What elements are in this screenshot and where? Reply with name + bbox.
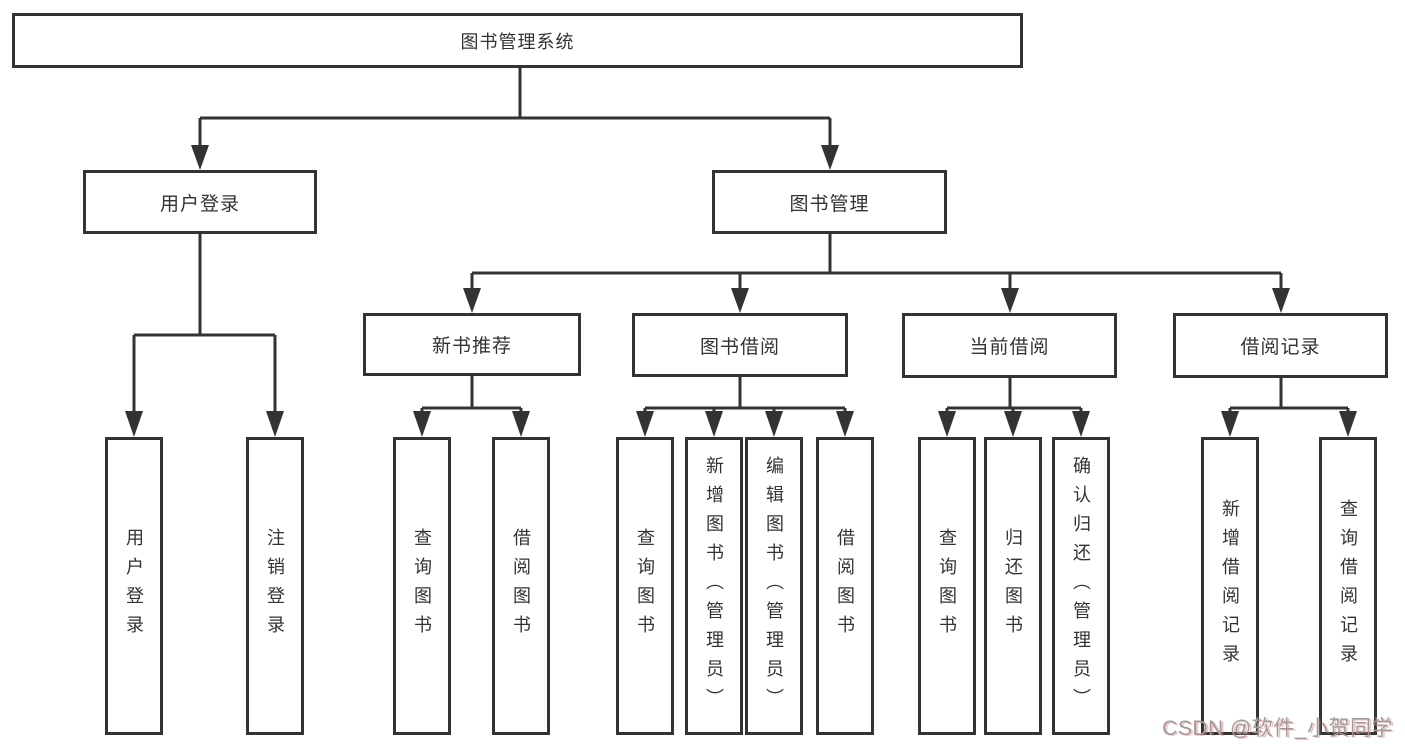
- arrowheads: [125, 145, 1357, 437]
- leaf-query-books: 查询图书: [918, 437, 976, 735]
- node-user-login: 用户登录: [83, 170, 317, 234]
- arrowhead: [821, 145, 839, 170]
- connector-current-borrow-children: [945, 377, 1083, 414]
- csdn-watermark: CSDN @软件_小贺同学: [1162, 717, 1393, 740]
- node-current-borrowing: 当前借阅: [902, 313, 1117, 378]
- arrowhead: [938, 411, 956, 437]
- node-book-borrowing: 图书借阅: [632, 313, 848, 377]
- arrowhead: [636, 411, 654, 437]
- arrowhead: [125, 411, 143, 437]
- leaf-confirm-return-admin: 确认归还（管理员）: [1052, 437, 1110, 735]
- connector-user-login-children: [132, 234, 277, 413]
- leaf-logout: 注销登录: [246, 437, 304, 735]
- arrowhead: [1339, 411, 1357, 437]
- leaf-add-borrow-record: 新增借阅记录: [1201, 437, 1259, 735]
- arrowhead: [512, 411, 530, 437]
- arrowhead: [1272, 288, 1290, 313]
- leaf-return-books: 归还图书: [984, 437, 1042, 735]
- leaf-query-books: 查询图书: [393, 437, 451, 735]
- arrowhead: [705, 411, 723, 437]
- connector-book-borrow-children: [643, 376, 847, 414]
- connector-new-book-recommend-children: [420, 375, 523, 414]
- node-new-book-recommend: 新书推荐: [363, 313, 581, 376]
- node-book-management: 图书管理: [712, 170, 947, 234]
- leaf-add-books-admin: 新增图书（管理员）: [685, 437, 743, 735]
- arrowhead: [731, 288, 749, 313]
- leaf-user-login: 用户登录: [105, 437, 163, 735]
- leaf-query-books: 查询图书: [616, 437, 674, 735]
- node-library-management-system: 图书管理系统: [12, 13, 1023, 68]
- arrowhead: [1072, 411, 1090, 437]
- connector-root-to-level2: [198, 68, 832, 147]
- leaf-query-borrow-record: 查询借阅记录: [1319, 437, 1377, 735]
- arrowhead: [413, 411, 431, 437]
- connector-book-management-children: [470, 233, 1283, 290]
- arrowhead: [1221, 411, 1239, 437]
- arrowhead: [765, 411, 783, 437]
- arrowhead: [266, 411, 284, 437]
- arrowhead: [1004, 411, 1022, 437]
- leaf-borrow-books: 借阅图书: [492, 437, 550, 735]
- arrowhead: [836, 411, 854, 437]
- arrowhead: [191, 145, 209, 170]
- node-borrowing-records: 借阅记录: [1173, 313, 1388, 378]
- connector-borrow-records-children: [1228, 377, 1350, 414]
- leaf-edit-books-admin: 编辑图书（管理员）: [745, 437, 803, 735]
- arrowhead: [1001, 288, 1019, 313]
- leaf-borrow-books: 借阅图书: [816, 437, 874, 735]
- arrowhead: [463, 288, 481, 313]
